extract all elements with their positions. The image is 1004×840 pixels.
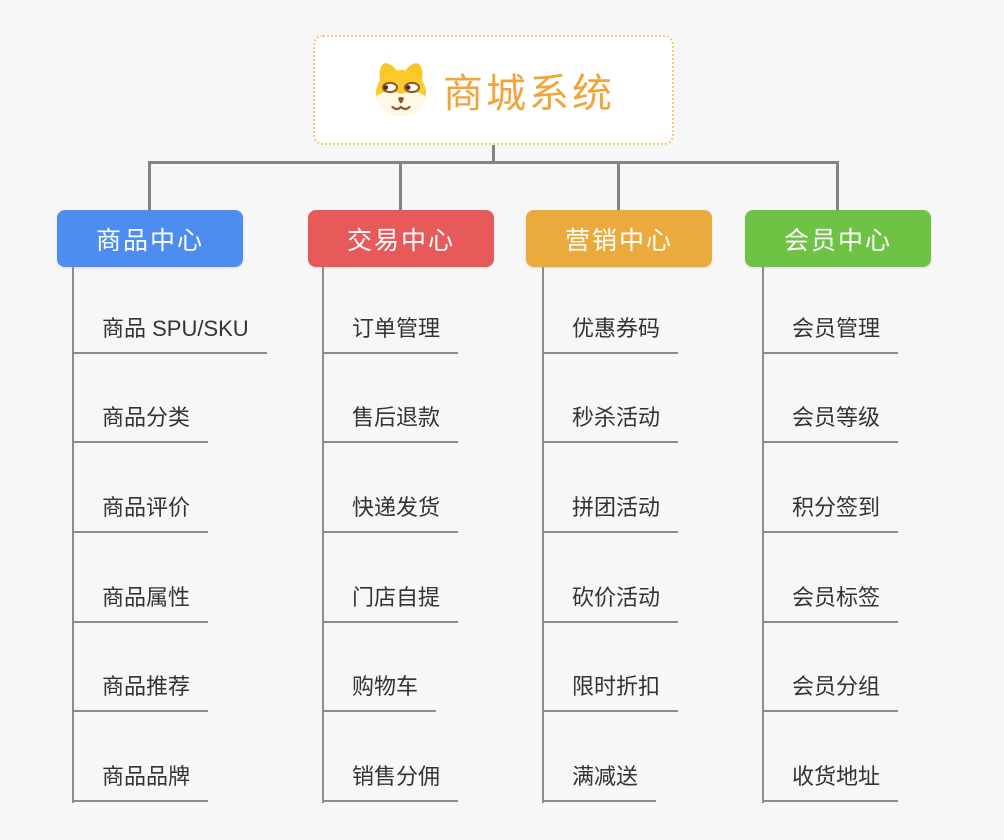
leaf-label: 商品评价 (72, 490, 209, 534)
branch-node-products[interactable]: 商品中心 (57, 210, 243, 267)
leaf-label: 售后退款 (322, 400, 459, 444)
branch-column-products: 商品 SPU/SKU 商品分类 商品评价 商品属性 商品推荐 商品品牌 (72, 264, 267, 803)
leaf-node[interactable]: 商品分类 (72, 354, 209, 444)
branch-node-marketing[interactable]: 营销中心 (526, 210, 712, 267)
leaf-node[interactable]: 会员等级 (762, 354, 899, 444)
leaf-label: 商品品牌 (72, 759, 209, 803)
spine-trade (322, 267, 324, 803)
connector-bus (148, 161, 839, 164)
connector-drop-trade (399, 161, 402, 210)
connector-root-drop (492, 145, 495, 163)
leaf-label: 秒杀活动 (542, 400, 679, 444)
connector-drop-products (148, 161, 151, 210)
leaf-node[interactable]: 销售分佣 (322, 712, 459, 803)
leaf-node[interactable]: 售后退款 (322, 354, 459, 444)
spine-member (762, 267, 764, 803)
leaf-node[interactable]: 积分签到 (762, 443, 899, 534)
branch-column-member: 会员管理 会员等级 积分签到 会员标签 会员分组 收货地址 (762, 264, 899, 803)
leaf-node[interactable]: 砍价活动 (542, 533, 679, 623)
leaf-label: 快递发货 (322, 490, 459, 534)
leaf-label: 积分签到 (762, 490, 899, 534)
branch-node-trade[interactable]: 交易中心 (308, 210, 494, 267)
leaf-node[interactable]: 秒杀活动 (542, 354, 679, 444)
root-title: 商城系统 (443, 72, 615, 116)
leaf-label: 商品推荐 (72, 669, 209, 713)
leaf-node[interactable]: 会员管理 (762, 264, 899, 354)
leaf-node[interactable]: 收货地址 (762, 712, 899, 803)
leaf-label: 购物车 (322, 669, 437, 713)
leaf-label: 满减送 (542, 759, 657, 803)
leaf-label: 会员标签 (762, 580, 899, 623)
spine-products (72, 267, 74, 803)
leaf-node[interactable]: 商品属性 (72, 533, 209, 623)
leaf-node[interactable]: 会员标签 (762, 533, 899, 623)
leaf-node[interactable]: 快递发货 (322, 443, 459, 534)
leaf-label: 订单管理 (322, 311, 459, 354)
leaf-label: 商品分类 (72, 400, 209, 444)
leaf-label: 会员管理 (762, 311, 899, 354)
branch-node-member[interactable]: 会员中心 (745, 210, 931, 267)
branch-column-marketing: 优惠券码 秒杀活动 拼团活动 砍价活动 限时折扣 满减送 (542, 264, 679, 803)
leaf-label: 商品属性 (72, 580, 209, 623)
leaf-label: 门店自提 (322, 580, 459, 623)
leaf-node[interactable]: 商品 SPU/SKU (72, 264, 267, 354)
leaf-node[interactable]: 满减送 (542, 712, 657, 803)
leaf-node[interactable]: 订单管理 (322, 264, 459, 354)
leaf-node[interactable]: 商品评价 (72, 443, 209, 534)
leaf-label: 销售分佣 (322, 759, 459, 803)
leaf-label: 商品 SPU/SKU (72, 311, 267, 354)
leaf-label: 收货地址 (762, 759, 899, 803)
leaf-node[interactable]: 拼团活动 (542, 443, 679, 534)
leaf-node[interactable]: 限时折扣 (542, 623, 679, 713)
leaf-label: 会员等级 (762, 400, 899, 444)
leaf-label: 拼团活动 (542, 490, 679, 534)
connector-drop-member (836, 161, 839, 210)
spine-marketing (542, 267, 544, 803)
dog-face-icon (372, 63, 430, 117)
leaf-node[interactable]: 优惠券码 (542, 264, 679, 354)
leaf-node[interactable]: 门店自提 (322, 533, 459, 623)
branch-column-trade: 订单管理 售后退款 快递发货 门店自提 购物车 销售分佣 (322, 264, 459, 803)
connector-drop-marketing (617, 161, 620, 210)
leaf-node[interactable]: 商品推荐 (72, 623, 209, 713)
root-node[interactable]: 商城系统 (313, 35, 674, 145)
leaf-label: 砍价活动 (542, 580, 679, 623)
leaf-label: 限时折扣 (542, 669, 679, 713)
leaf-node[interactable]: 商品品牌 (72, 712, 209, 803)
leaf-node[interactable]: 购物车 (322, 623, 437, 713)
leaf-label: 会员分组 (762, 669, 899, 713)
leaf-label: 优惠券码 (542, 311, 679, 354)
leaf-node[interactable]: 会员分组 (762, 623, 899, 713)
